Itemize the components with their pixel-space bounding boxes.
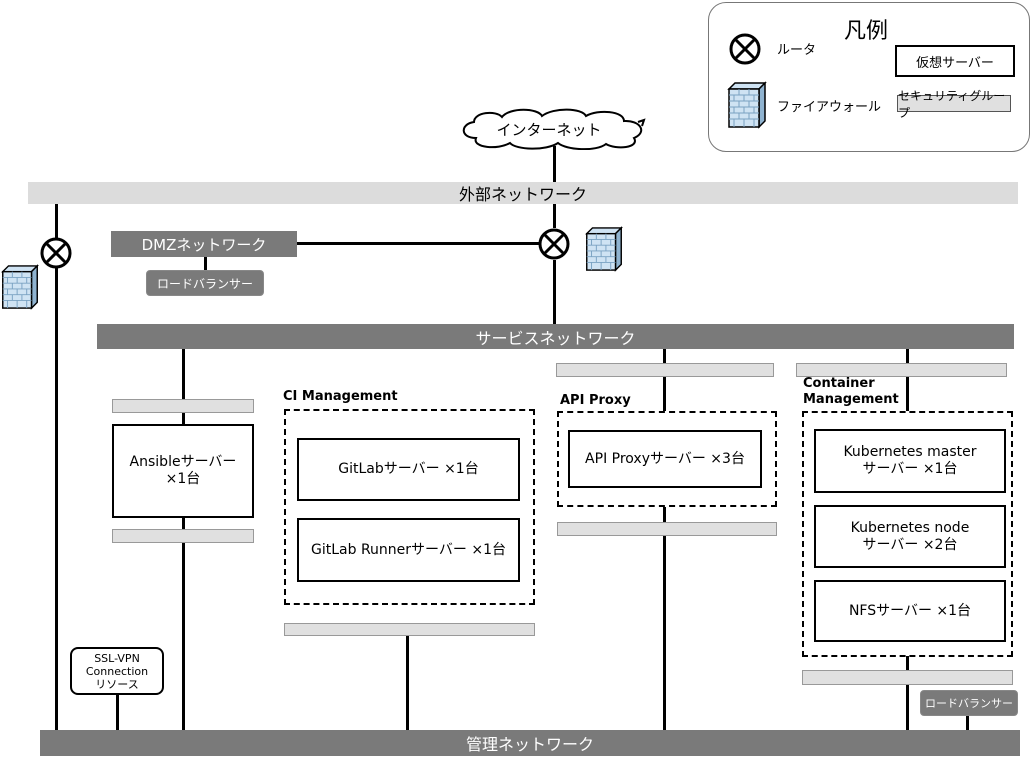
api-proxy-group bbox=[557, 411, 777, 507]
security-group-bar bbox=[556, 363, 774, 377]
container-load-balancer: ロードバランサー bbox=[920, 690, 1018, 716]
router-icon bbox=[538, 228, 570, 260]
ci-group-label: CI Management bbox=[283, 389, 398, 404]
external-network: 外部ネットワーク bbox=[28, 182, 1018, 204]
internet-cloud-icon bbox=[462, 108, 646, 150]
security-group-bar bbox=[112, 529, 254, 543]
firewall-icon bbox=[585, 226, 623, 272]
api-line-top bbox=[663, 349, 666, 411]
nfs-server: NFSサーバー ×1台 bbox=[814, 580, 1006, 642]
container-group-label: Container Management bbox=[803, 376, 899, 407]
legend-security-group: セキュリティグループ bbox=[897, 89, 1011, 120]
lb2-line bbox=[966, 716, 969, 730]
container-line-top bbox=[906, 349, 909, 411]
firewall-icon bbox=[727, 81, 767, 129]
router-icon bbox=[729, 33, 761, 65]
internet-label: インターネット bbox=[496, 121, 602, 139]
dmz-network: DMZネットワーク bbox=[111, 231, 297, 257]
api-group-label: API Proxy bbox=[560, 393, 631, 408]
legend: 凡例 ルータ ファイアウォール 仮想サーバー セキュリティグループ bbox=[708, 2, 1030, 152]
security-group-bar bbox=[112, 399, 254, 413]
ssl-vpn-connection: SSL-VPN Connection リソース bbox=[70, 647, 164, 695]
security-group-bar bbox=[557, 522, 777, 536]
legend-virtual-server: 仮想サーバー bbox=[895, 45, 1015, 77]
legend-router-label: ルータ bbox=[777, 43, 817, 58]
router-icon bbox=[40, 237, 72, 269]
ssl-vpn-line bbox=[116, 694, 119, 730]
firewall-icon bbox=[1, 264, 39, 310]
dmz-lb-link bbox=[204, 257, 207, 271]
router-service-link bbox=[553, 260, 556, 324]
k8s-node-server: Kubernetes node サーバー ×2台 bbox=[814, 505, 1006, 568]
container-management-group bbox=[802, 411, 1013, 657]
ci-management-group bbox=[284, 409, 535, 605]
security-group-bar bbox=[796, 363, 1007, 377]
legend-virtual-server-label: 仮想サーバー bbox=[916, 55, 994, 71]
api-line-bottom bbox=[663, 507, 666, 730]
internet-link bbox=[553, 146, 556, 182]
k8s-master-server: Kubernetes master サーバー ×1台 bbox=[814, 429, 1006, 493]
gitlab-server: GitLabサーバー ×1台 bbox=[297, 438, 520, 501]
dmz-load-balancer: ロードバランサー bbox=[146, 270, 264, 296]
security-group-bar bbox=[284, 623, 535, 636]
left-vertical-line bbox=[55, 204, 58, 730]
service-network: サービスネットワーク bbox=[97, 324, 1014, 349]
container-line-bottom bbox=[906, 656, 909, 730]
legend-firewall-label: ファイアウォール bbox=[777, 100, 882, 115]
gitlab-runner-server: GitLab Runnerサーバー ×1台 bbox=[297, 518, 520, 582]
ci-line bbox=[406, 635, 409, 730]
management-network: 管理ネットワーク bbox=[40, 730, 1020, 756]
api-proxy-server: API Proxyサーバー ×3台 bbox=[568, 430, 762, 488]
security-group-bar bbox=[802, 670, 1013, 685]
router-dmz-link bbox=[296, 242, 540, 245]
router-ext-link bbox=[553, 204, 556, 228]
legend-title: 凡例 bbox=[844, 19, 889, 44]
legend-security-group-label: セキュリティグループ bbox=[898, 88, 1006, 120]
ansible-server: Ansibleサーバー ×1台 bbox=[112, 424, 254, 518]
